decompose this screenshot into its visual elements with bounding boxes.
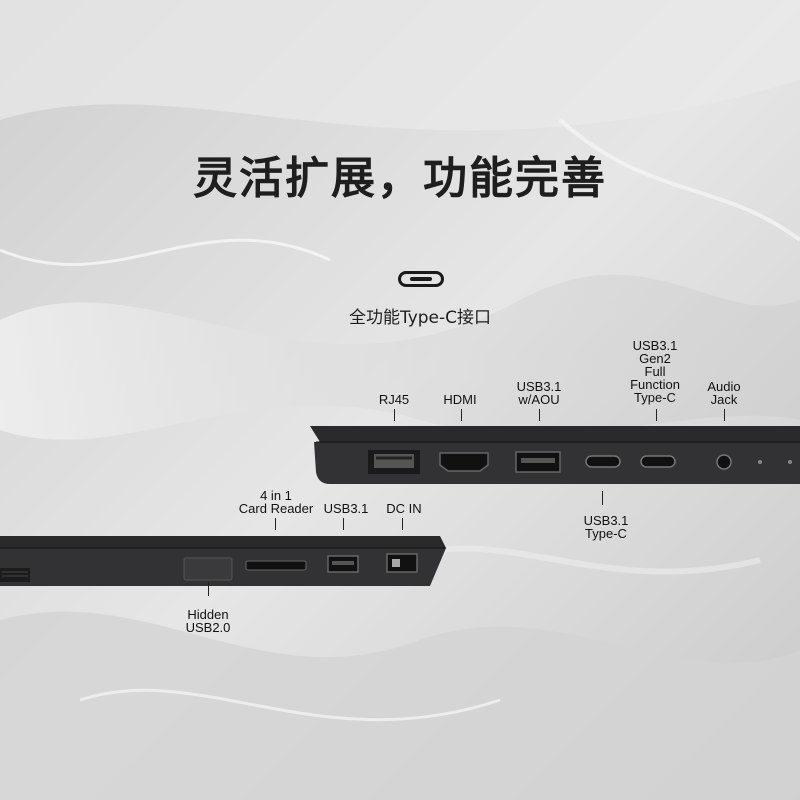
arrow-dc-in (402, 518, 403, 530)
label-usb31-aou: USB3.1 w/AOU (516, 379, 562, 407)
arrow-usb31-gen2 (656, 409, 657, 421)
laptop-left-side (0, 536, 446, 586)
label-card-reader: 4 in 1 Card Reader (238, 488, 314, 516)
card-reader-slot (245, 560, 307, 571)
audio-jack-port (716, 454, 732, 470)
label-dc-in: DC IN (386, 501, 422, 516)
arrow-hidden-usb (208, 582, 209, 596)
dc-in-port (386, 553, 418, 573)
label-hidden-usb: Hidden USB2.0 (185, 607, 231, 635)
arrow-usb31-typec (602, 491, 603, 505)
hdmi-port (439, 452, 489, 472)
headline: 灵活扩展，功能完善 (193, 153, 607, 204)
label-audio-jack: Audio Jack (707, 379, 741, 407)
arrow-audio (724, 409, 725, 421)
rj45-port (368, 450, 420, 474)
arrow-card-reader (275, 518, 276, 530)
type-c-port-1 (585, 455, 621, 468)
usb-a-port-left (327, 555, 359, 573)
label-rj45: RJ45 (378, 392, 410, 407)
label-hdmi: HDMI (443, 392, 477, 407)
type-c-port-icon (398, 271, 444, 287)
laptop-right-side (310, 426, 800, 484)
hidden-usb-port (183, 557, 233, 581)
arrow-usb31-aou (539, 409, 540, 421)
label-usb31-gen2-typec: USB3.1 Gen2 Full Function Type-C (630, 338, 680, 405)
label-usb31-typec: USB3.1 Type-C (583, 513, 629, 541)
arrow-hdmi (461, 409, 462, 421)
type-c-port-2 (640, 455, 676, 468)
arrow-rj45 (394, 409, 395, 421)
label-usb31-left: USB3.1 (323, 501, 369, 516)
arrow-usb31-left (343, 518, 344, 530)
subtitle: 全功能Type-C接口 (348, 308, 492, 328)
usb-a-port (515, 451, 561, 473)
